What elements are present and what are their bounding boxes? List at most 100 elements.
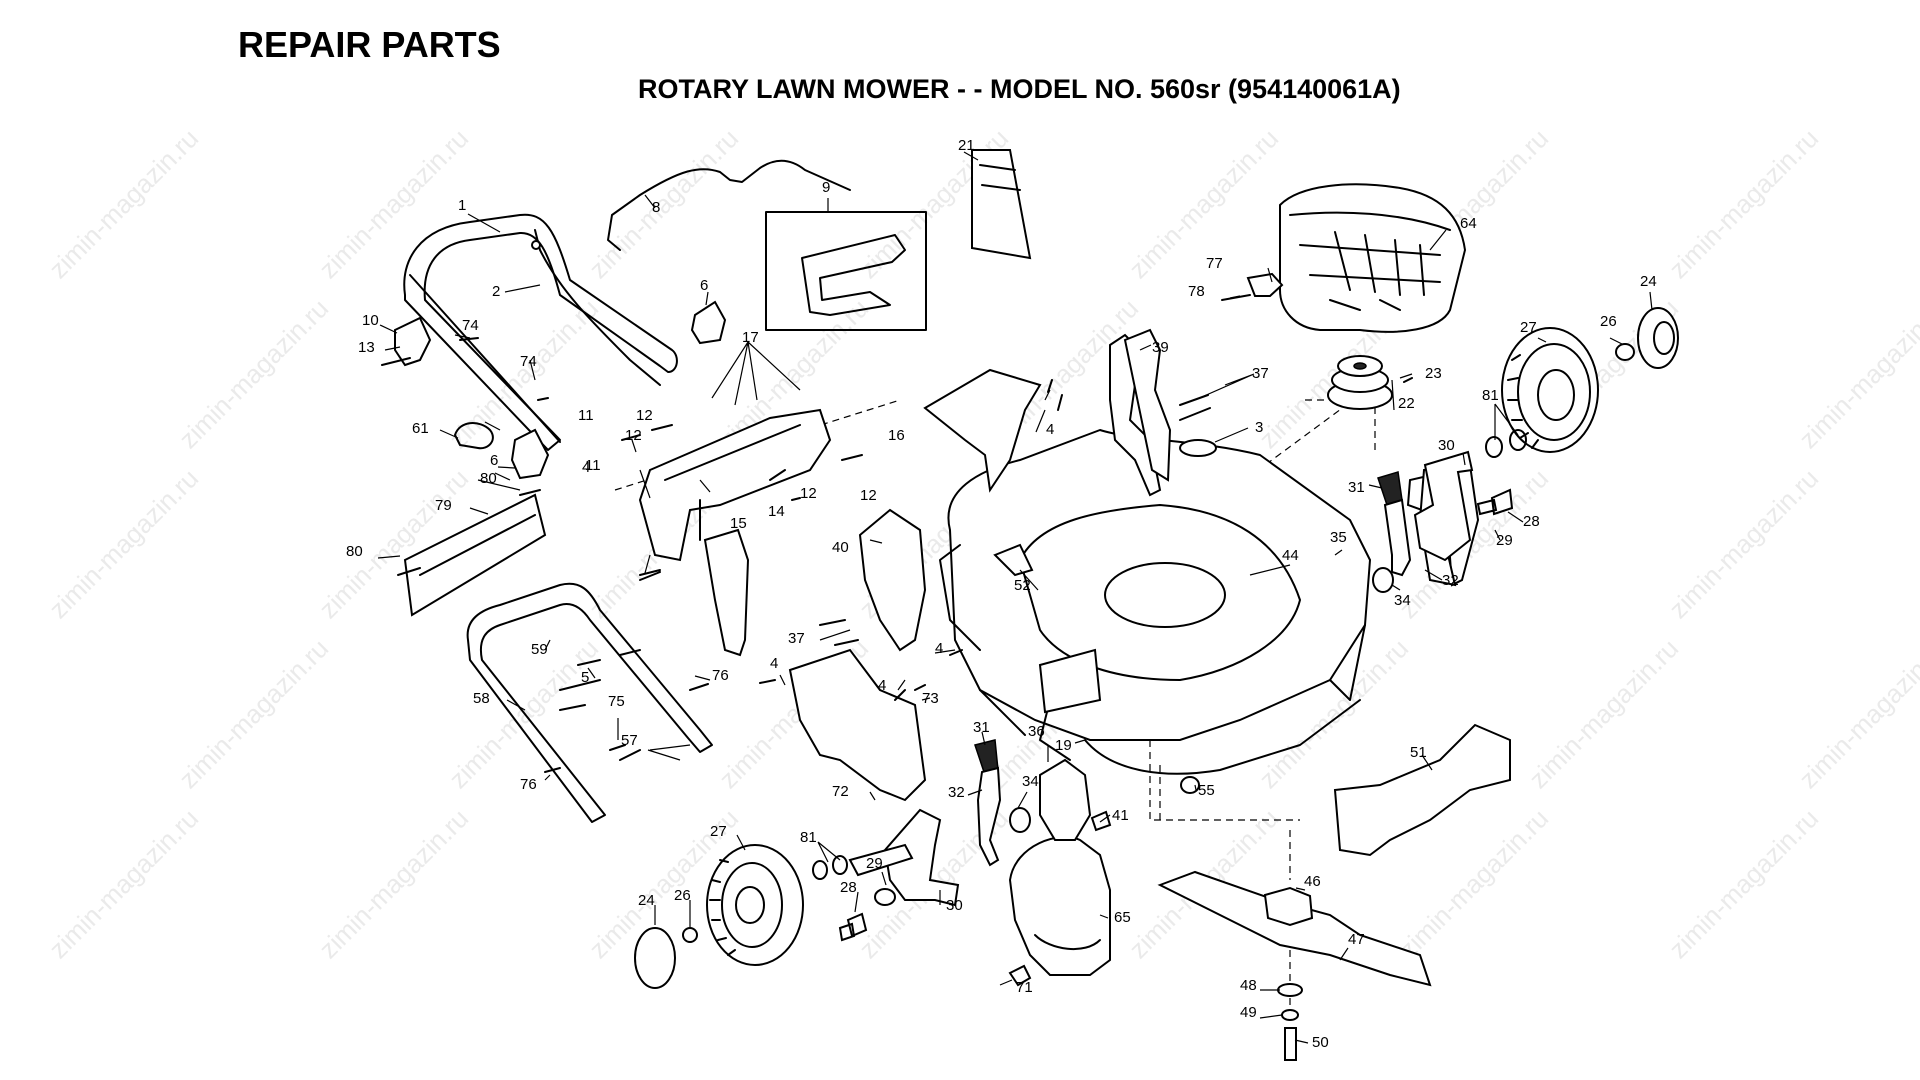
bracket-14-detail	[664, 424, 801, 541]
bolt-28-right	[1476, 488, 1514, 516]
callout-30: 30	[1438, 437, 1455, 454]
callout-6: 6	[490, 452, 498, 469]
washer-29-left	[874, 888, 896, 906]
flap-79-ridge	[419, 514, 536, 576]
nut-26-left	[682, 927, 698, 943]
callout-28: 28	[840, 879, 857, 896]
flap-79	[403, 493, 547, 617]
callout-29: 29	[866, 855, 883, 872]
model-subtitle: ROTARY LAWN MOWER - - MODEL NO. 560sr (9…	[638, 74, 1401, 104]
nut-55	[1180, 776, 1200, 794]
callout-22: 22	[1398, 395, 1415, 412]
knob-6a	[690, 300, 727, 345]
callout-24: 24	[1640, 273, 1657, 290]
callout-24: 24	[638, 892, 655, 909]
nut-34-left	[1009, 807, 1031, 833]
callout-37: 37	[1252, 365, 1269, 382]
pulley	[1327, 355, 1393, 410]
callout-74: 74	[520, 353, 537, 370]
callout-4: 4	[935, 640, 943, 657]
callout-19: 19	[1055, 737, 1072, 754]
upper-handle	[403, 213, 678, 451]
callout-55: 55	[1198, 782, 1215, 799]
blade-47	[1157, 870, 1432, 987]
callout-leaders	[377, 151, 1653, 1044]
rear-wheel-left	[706, 844, 804, 966]
callout-9: 9	[822, 179, 830, 196]
callout-34: 34	[1022, 773, 1039, 790]
drive-cable	[607, 159, 851, 251]
callout-2: 2	[492, 283, 500, 300]
callout-29: 29	[1496, 532, 1513, 549]
callout-36: 36	[1028, 723, 1045, 740]
washer-48	[1277, 983, 1303, 997]
callout-28: 28	[1523, 513, 1540, 530]
callout-49: 49	[1240, 1004, 1257, 1021]
callout-51: 51	[1410, 744, 1427, 761]
mulch-plate-15	[703, 528, 750, 657]
callout-32: 32	[1442, 572, 1459, 589]
throttle-bracket	[1246, 272, 1284, 297]
callout-35: 35	[1330, 529, 1347, 546]
clip-61	[454, 422, 494, 450]
callout-11: 11	[578, 407, 594, 424]
spacer-81-left	[812, 860, 828, 880]
callout-13: 13	[358, 339, 375, 356]
bracket-40	[858, 508, 927, 652]
label-52	[993, 543, 1034, 577]
callout-75: 75	[608, 693, 625, 710]
callout-61: 61	[412, 420, 429, 437]
callout-27: 27	[710, 823, 727, 840]
bolt-28-left	[838, 912, 868, 942]
callout-32: 32	[948, 784, 965, 801]
callout-76: 76	[520, 776, 537, 793]
shield-72	[788, 648, 927, 802]
callout-6: 6	[700, 277, 708, 294]
callout-79: 79	[435, 497, 452, 514]
rear-bracket-39b	[1123, 328, 1172, 482]
callout-12: 12	[860, 487, 877, 504]
callout-4: 4	[582, 459, 590, 476]
callout-12: 12	[800, 485, 817, 502]
bolt-50	[1284, 1027, 1297, 1061]
clip-71	[1008, 964, 1032, 987]
callout-17: 17	[742, 329, 759, 346]
callout-71: 71	[1016, 979, 1033, 996]
axle-left	[848, 843, 914, 877]
deflector-51	[1333, 723, 1511, 857]
callout-16: 16	[888, 427, 905, 444]
lever-arm-left	[976, 766, 1002, 867]
blade-adapter-46	[1263, 886, 1314, 927]
engine	[1279, 183, 1467, 333]
hubcap-left	[634, 927, 676, 989]
rear-shield-16	[923, 368, 1042, 493]
fasteners	[381, 337, 1413, 773]
callout-10: 10	[362, 312, 379, 329]
callout-65: 65	[1114, 909, 1131, 926]
callout-41: 41	[1112, 807, 1129, 824]
callout-11: 11	[585, 457, 601, 474]
callout-4: 4	[1046, 421, 1054, 438]
callout-21: 21	[958, 137, 975, 154]
callout-58: 58	[473, 690, 490, 707]
callout-15: 15	[730, 515, 747, 532]
callout-77: 77	[1206, 255, 1223, 272]
spacer-81-left-b	[832, 855, 848, 875]
callout-73: 73	[922, 690, 939, 707]
callout-50: 50	[1312, 1034, 1329, 1051]
callout-76: 76	[712, 667, 729, 684]
callout-81: 81	[800, 829, 817, 846]
callout-80: 80	[346, 543, 363, 560]
grass-bag-65-rim	[1034, 934, 1101, 951]
callout-3: 3	[1255, 419, 1263, 436]
callout-26: 26	[1600, 313, 1617, 330]
callout-74: 74	[462, 317, 479, 334]
page-title: REPAIR PARTS	[238, 24, 501, 65]
callout-39: 39	[1152, 339, 1169, 356]
callout-30: 30	[946, 897, 963, 914]
control-cable	[531, 229, 661, 386]
callout-31: 31	[1348, 479, 1365, 496]
rear-wheel-right	[1501, 327, 1599, 453]
